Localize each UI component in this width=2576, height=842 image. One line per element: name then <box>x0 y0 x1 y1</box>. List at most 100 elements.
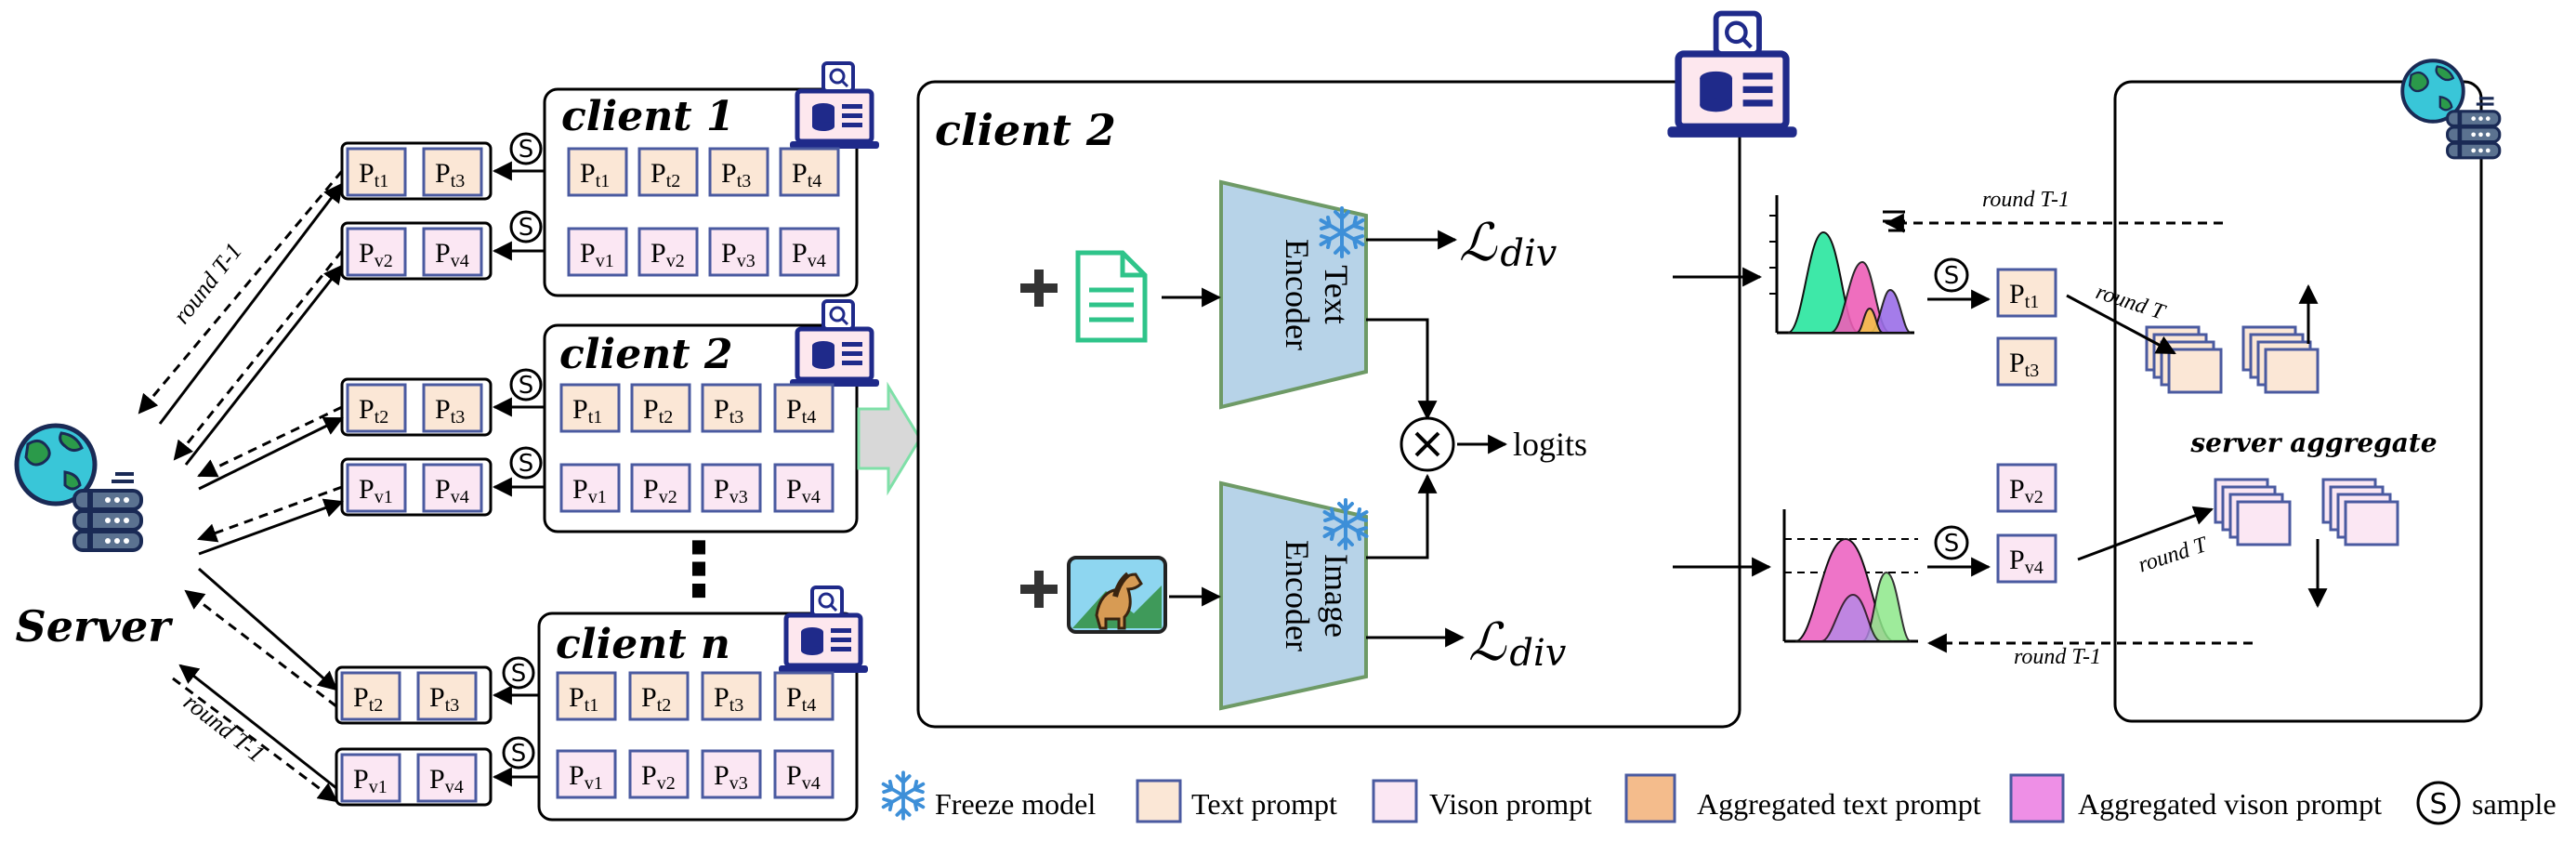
prompt-token-v2: Pv2 <box>637 227 699 277</box>
prompt-token-v1: Pv1 <box>559 463 621 513</box>
prompt-token-t2: Pt2 <box>637 147 699 197</box>
svg-text:S: S <box>511 740 527 768</box>
svg-text:Pt4: Pt4 <box>792 158 821 191</box>
aggregate-arrows <box>1884 213 2328 653</box>
prompt-token-t2: Pt2 <box>630 383 691 433</box>
svg-text:Pv3: Pv3 <box>714 474 748 507</box>
svg-text:S: S <box>519 450 534 478</box>
svg-text:Pt3: Pt3 <box>721 158 751 191</box>
prompt-token-t1: Pt1 <box>559 383 621 433</box>
svg-text:Pv4: Pv4 <box>435 474 469 507</box>
snowflake-icon <box>881 770 926 821</box>
prompt-token-t3: Pt3 <box>708 147 769 197</box>
image-horse-icon <box>1067 556 1167 634</box>
svg-text:Pt2: Pt2 <box>643 394 673 428</box>
svg-text:Pv1: Pv1 <box>353 764 388 797</box>
round-label-upper: round T-1 <box>168 238 248 329</box>
prompt-token-t3: Pt3 <box>422 147 483 197</box>
svg-text:Pt1: Pt1 <box>580 158 610 191</box>
image-encoder-label-2: Encoder <box>1279 540 1316 651</box>
svg-text:Pv2: Pv2 <box>2009 474 2044 507</box>
svg-text:Pt3: Pt3 <box>435 158 465 191</box>
legend-aggtext-swatch <box>1624 773 1676 823</box>
client-to-server-arrows <box>492 161 545 787</box>
svg-text:S: S <box>511 660 527 688</box>
legend-aggvision-swatch <box>2009 773 2065 823</box>
server-aggregate-box <box>2113 80 2483 723</box>
legend-agg-vision: Aggregated vison prompt <box>2078 787 2382 821</box>
prompt-token-t4: Pt4 <box>773 671 835 721</box>
svg-text:Pt3: Pt3 <box>429 682 459 716</box>
svg-text:Pv4: Pv4 <box>2009 545 2044 578</box>
client2-detail-title: client 2 <box>935 105 1116 155</box>
prompt-token-v2: Pv2 <box>1996 463 2057 513</box>
image-encoder <box>1219 480 1368 711</box>
prompt-token-t2: Pt2 <box>628 671 690 721</box>
svg-text:Pv4: Pv4 <box>786 474 821 507</box>
svg-text:Pt3: Pt3 <box>714 394 743 428</box>
client2-title: client 2 <box>559 331 732 378</box>
svg-text:Pv1: Pv1 <box>580 238 614 271</box>
client1-title: client 1 <box>561 93 734 140</box>
prompt-token-v1: Pv1 <box>346 463 407 513</box>
sample-markers-left: S S S S S S <box>502 132 543 770</box>
svg-text:Pv2: Pv2 <box>359 238 393 271</box>
prompt-token-v1: Pv1 <box>340 753 401 803</box>
legend-freeze: Freeze model <box>935 787 1096 821</box>
legend-vision-prompt: Vison prompt <box>1429 787 1592 821</box>
server-aggregate-label: server aggregate <box>2189 428 2437 458</box>
client2-flow-arrows <box>1162 230 1508 648</box>
prompt-token-v2: Pv2 <box>346 227 407 277</box>
clients-ellipsis: ⋮ <box>662 526 736 612</box>
svg-text:Pv3: Pv3 <box>714 760 748 794</box>
prompt-token-v3: Pv3 <box>708 227 769 277</box>
svg-text:Pv1: Pv1 <box>359 474 393 507</box>
prompt-token-t1: Pt1 <box>567 147 628 197</box>
prompt-token-t1: Pt1 <box>556 671 617 721</box>
svg-text:Pt3: Pt3 <box>435 394 465 428</box>
svg-text:Pt2: Pt2 <box>353 682 383 716</box>
text-encoder-label-1: Text <box>1318 265 1355 323</box>
prompt-token-t2: Pt2 <box>346 383 407 433</box>
prompt-token-v4: Pv4 <box>416 753 478 803</box>
prompt-token-v1: Pv1 <box>567 227 628 277</box>
prompt-token-t3: Pt3 <box>701 671 762 721</box>
svg-text:Pv3: Pv3 <box>721 238 756 271</box>
logits-label: logits <box>1513 426 1587 463</box>
server-label: Server <box>16 601 175 651</box>
round-label-right-top: round T-1 <box>1982 188 2070 212</box>
svg-text:Pt3: Pt3 <box>2009 348 2039 381</box>
text-distribution-chart <box>1769 195 1914 335</box>
legend-agg-text: Aggregated text prompt <box>1697 787 1981 821</box>
svg-text:Pt4: Pt4 <box>786 682 816 716</box>
prompt-token-t1: Pt1 <box>346 147 407 197</box>
text-prompt-stack <box>2241 325 2320 394</box>
svg-text:Pv4: Pv4 <box>786 760 821 794</box>
svg-text:Pv4: Pv4 <box>435 238 469 271</box>
prompt-token-v4: Pv4 <box>773 749 835 799</box>
multiply-icon <box>1414 431 1440 457</box>
svg-text:Pv2: Pv2 <box>651 238 685 271</box>
legend-text-prompt: Text prompt <box>1191 787 1337 821</box>
svg-text:Pt2: Pt2 <box>359 394 388 428</box>
prompt-token-t4: Pt4 <box>779 147 840 197</box>
client2-data-icon <box>790 301 879 387</box>
dist-arrows <box>1673 267 1991 577</box>
clientn-data-icon <box>779 587 868 673</box>
svg-text:Pt1: Pt1 <box>2009 279 2039 312</box>
svg-text:Pt1: Pt1 <box>359 158 388 191</box>
prompt-token-v3: Pv3 <box>701 463 762 513</box>
prompt-token-t1: Pt1 <box>1996 268 2057 318</box>
svg-text:Pv4: Pv4 <box>429 764 464 797</box>
text-document-icon <box>1075 250 1148 343</box>
svg-text:S: S <box>2429 788 2447 821</box>
legend-text-swatch <box>1136 779 1182 823</box>
prompt-token-v3: Pv3 <box>701 749 762 799</box>
image-encoder-label-1: Image <box>1318 554 1355 638</box>
prompt-token-v4: Pv4 <box>779 227 840 277</box>
svg-text:S: S <box>519 372 534 400</box>
prompt-token-v4: Pv4 <box>422 227 483 277</box>
vision-prompt-stack <box>2321 478 2399 546</box>
